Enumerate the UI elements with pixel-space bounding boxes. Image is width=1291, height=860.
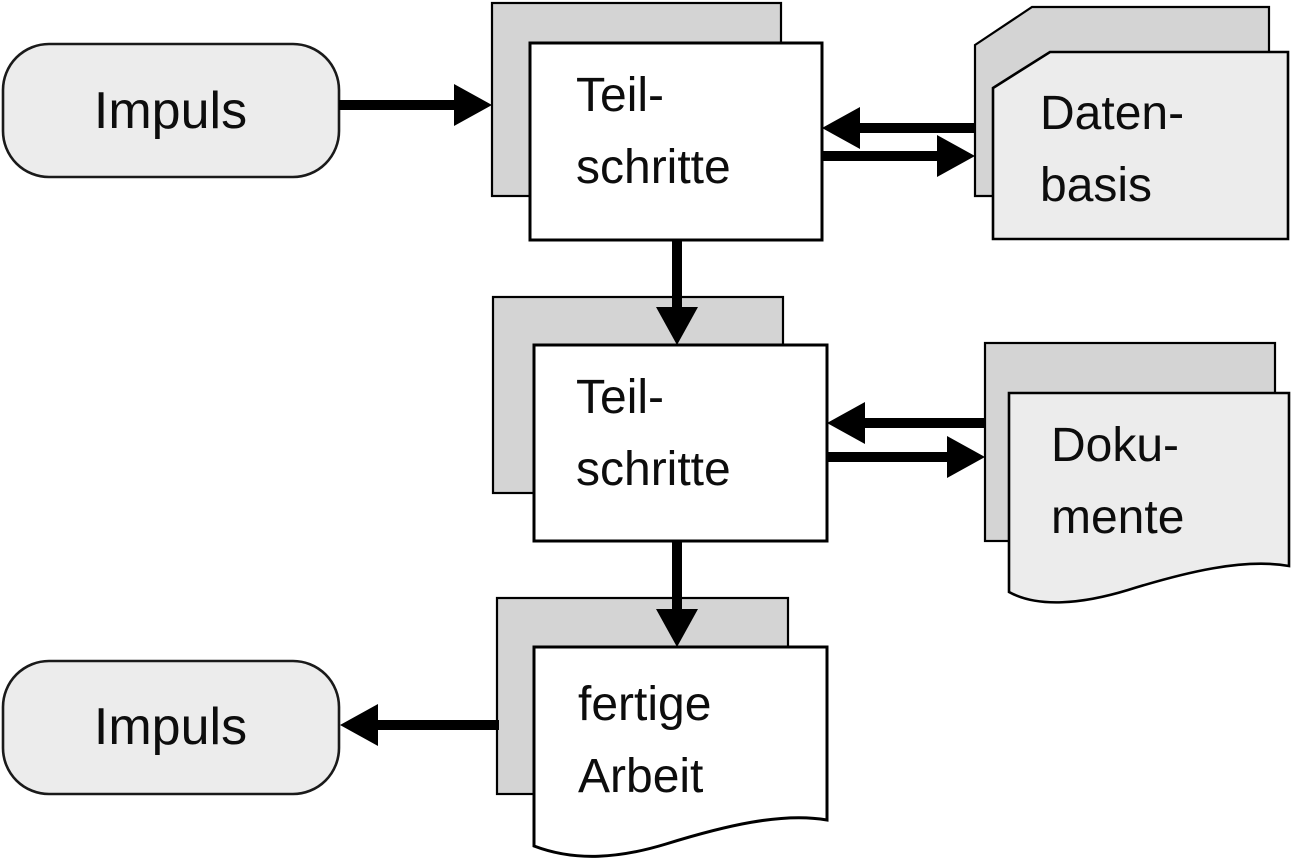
- impuls-top-node: [1, 42, 341, 179]
- impuls-bottom-label: Impuls: [93, 698, 248, 756]
- impuls-bottom-node: [1, 659, 341, 796]
- datenbasis-label: Daten- basis: [1040, 87, 1185, 212]
- teilschritte-top-front-card: [528, 41, 824, 242]
- arrow-teilschritte-to-fertige-arbeit-icon: [656, 541, 698, 647]
- dokumente-front-document: [1007, 391, 1291, 604]
- arrow-datenbasis-to-teilschritte-icon: [822, 107, 975, 149]
- fertige-arbeit-label: fertige Arbeit: [578, 678, 712, 803]
- arrow-teilschritte-to-datenbasis-icon: [822, 135, 975, 177]
- arrow-fertige-arbeit-to-impuls-icon: [340, 704, 499, 746]
- dokumente-label: Doku- mente: [1051, 419, 1185, 544]
- teilschritte-mid-label: Teil- schritte: [576, 371, 731, 496]
- teilschritte-mid-front-card: [532, 343, 829, 543]
- fertige-arbeit-front-document: [532, 645, 829, 858]
- datenbasis-front-card: [991, 50, 1290, 241]
- arrow-dokumente-to-teilschritte-icon: [827, 402, 985, 444]
- arrow-teilschritte-to-dokumente-icon: [827, 436, 985, 478]
- arrow-teilschritte-top-to-mid-icon: [656, 240, 698, 345]
- teilschritte-top-label: Teil- schritte: [576, 69, 731, 194]
- impuls-top-label: Impuls: [93, 82, 248, 140]
- arrow-impuls-to-teilschritte-icon: [339, 84, 492, 126]
